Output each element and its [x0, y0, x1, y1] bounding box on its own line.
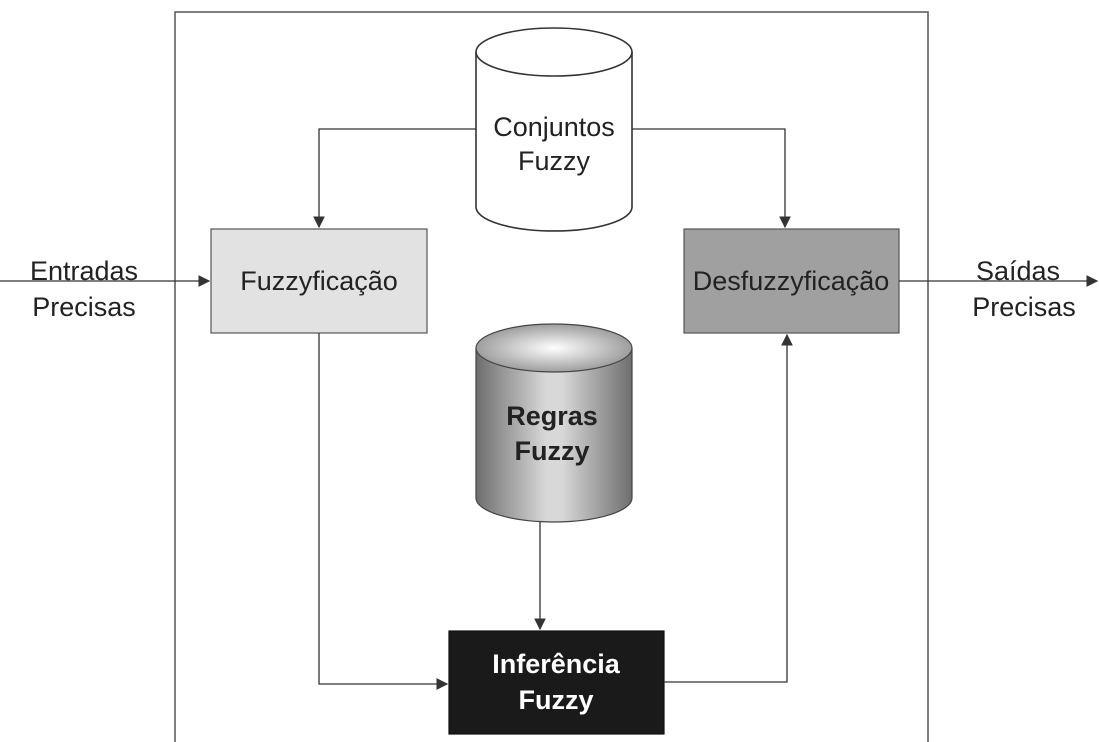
- conjuntos-fuzzy-database: Conjuntos Fuzzy: [475, 27, 633, 232]
- desfuzzyficacao-label: Desfuzzyficação: [693, 266, 890, 296]
- fuzzyficacao-label: Fuzzyficação: [240, 266, 398, 296]
- regras-label-line1: Regras: [506, 401, 598, 431]
- regras-fuzzy-database: Regras Fuzzy: [475, 323, 633, 523]
- fuzzyficacao-block: Fuzzyficação: [210, 228, 428, 334]
- regras-label-line2: Fuzzy: [514, 436, 589, 466]
- conjuntos-label-line1: Conjuntos: [493, 112, 615, 142]
- inferencia-label-line2: Fuzzy: [518, 685, 593, 715]
- arrow-conjuntos-to-desfuzzyficacao: [632, 128, 791, 229]
- fuzzyficacao-box: [210, 228, 428, 334]
- arrow-fuzzyficacao-to-inferencia: [318, 333, 449, 690]
- inferencia-box: [448, 630, 665, 735]
- desfuzzyficacao-box: [683, 228, 900, 334]
- inferencia-label-line1: Inferência: [492, 649, 621, 679]
- regras-cylinder-body: [475, 348, 633, 523]
- regras-cylinder-top: [475, 323, 633, 373]
- conjuntos-label-line2: Fuzzy: [518, 146, 591, 176]
- conjuntos-cylinder-top: [475, 27, 633, 77]
- desfuzzyficacao-block: Desfuzzyficação: [683, 228, 900, 334]
- system-boundary: [174, 11, 929, 742]
- inferencia-block: Inferência Fuzzy: [448, 630, 665, 735]
- saidas-label-line2: Precisas: [972, 292, 1076, 322]
- arrow-conjuntos-to-fuzzyficacao: [313, 128, 476, 229]
- conjuntos-cylinder-body: [475, 52, 633, 232]
- entradas-label-line2: Precisas: [32, 292, 136, 322]
- arrow-inferencia-to-desfuzzyficacao: [664, 333, 793, 683]
